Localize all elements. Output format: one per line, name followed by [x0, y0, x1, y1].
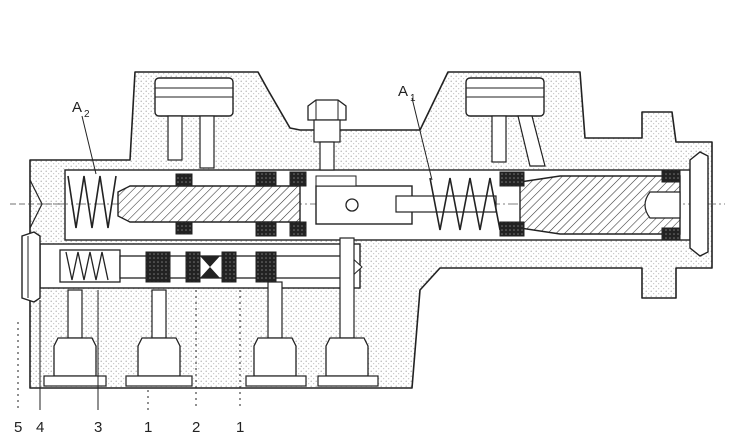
stop-bolt: [307, 99, 347, 171]
reservoir-port-left: [154, 77, 234, 169]
callout-numbers: 5 4 3 1 2 1: [14, 419, 244, 436]
label-a1: A 1: [398, 83, 416, 104]
rear-piston-spring: [67, 175, 117, 229]
outlet-fittings: [43, 337, 379, 387]
callout-1a: 1: [144, 419, 152, 436]
label-a1-main: A: [398, 83, 408, 100]
label-a2: A 2: [72, 99, 90, 120]
outlet-passages: [67, 237, 355, 339]
leader-lines: [17, 97, 433, 410]
callout-5: 5: [14, 419, 22, 436]
callout-4: 4: [36, 419, 44, 436]
callout-1b: 1: [236, 419, 244, 436]
label-a1-sub: 1: [410, 93, 416, 104]
front-piston-spring: [429, 177, 501, 231]
valve-spool: [59, 249, 363, 283]
label-a2-main: A: [72, 99, 82, 116]
reservoir-port-right: [465, 77, 546, 167]
callout-3: 3: [94, 419, 102, 436]
push-rod: [315, 175, 497, 225]
label-a2-sub: 2: [84, 109, 90, 120]
end-cap: [689, 151, 709, 257]
end-plug: [21, 231, 41, 303]
rear-piston: [117, 185, 301, 223]
callout-2: 2: [192, 419, 200, 436]
